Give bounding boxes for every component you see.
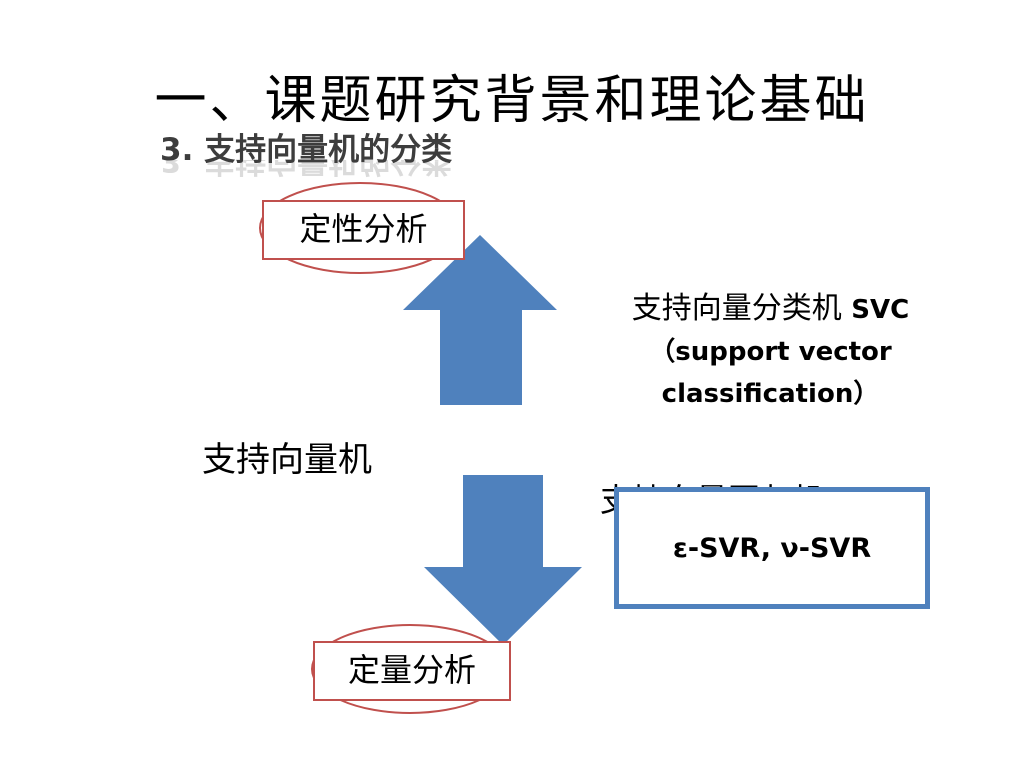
svc-en-line2: classification） xyxy=(661,379,880,409)
quantitative-analysis-label: 定量分析 xyxy=(313,641,511,701)
svc-en-line1: （support vector xyxy=(649,337,892,367)
svm-root-label: 支持向量机 xyxy=(202,440,372,480)
up-arrow xyxy=(403,235,557,405)
svc-abbrev: SVC xyxy=(851,295,910,325)
qualitative-analysis-label: 定性分析 xyxy=(262,200,465,260)
page-title: 一、课题研究背景和理论基础 xyxy=(154,71,870,131)
svc-description: 支持向量分类机 SVC （support vector classificati… xyxy=(588,288,953,415)
svc-name-cn: 支持向量分类机 xyxy=(631,291,842,326)
down-arrow xyxy=(424,475,582,645)
section-subtitle: 3. 支持向量机的分类 xyxy=(160,132,453,168)
svr-variants-box: ε-SVR, ν-SVR xyxy=(614,487,930,609)
